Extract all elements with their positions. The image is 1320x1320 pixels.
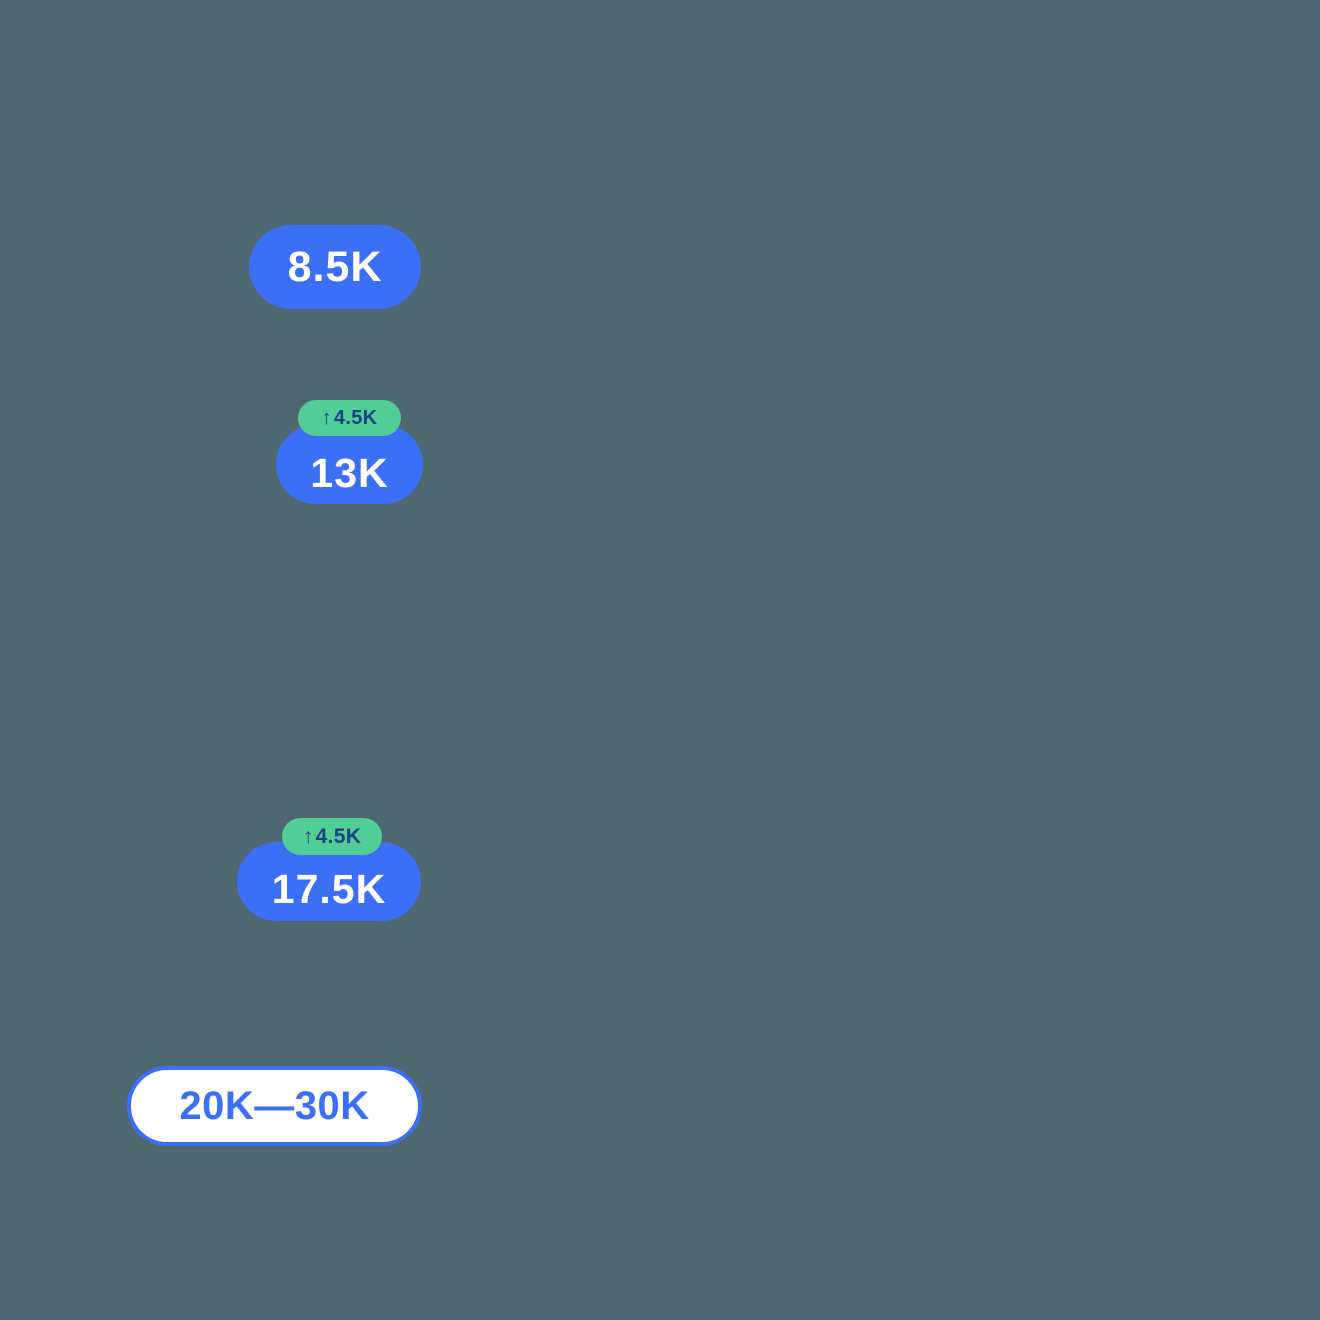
delta-badge-label-3: 4.5K	[315, 824, 362, 848]
metric-group-4: 20K—30K	[127, 1066, 422, 1146]
delta-badge-2[interactable]: ↑ 4.5K	[298, 400, 401, 436]
arrow-up-icon: ↑	[321, 407, 332, 429]
metric-group-2: ↑ 4.5K 13K	[276, 400, 423, 504]
delta-badge-3[interactable]: ↑ 4.5K	[282, 818, 382, 855]
value-pill-2[interactable]: 13K	[276, 425, 423, 504]
delta-badge-label-2: 4.5K	[333, 406, 378, 429]
arrow-up-icon: ↑	[302, 825, 314, 848]
metric-group-3: ↑ 4.5K 17.5K	[237, 818, 421, 921]
value-pill-3[interactable]: 17.5K	[237, 842, 421, 921]
value-pill-1[interactable]: 8.5K	[249, 225, 421, 309]
range-pill[interactable]: 20K—30K	[127, 1066, 422, 1146]
metric-group-1: 8.5K	[249, 225, 421, 309]
